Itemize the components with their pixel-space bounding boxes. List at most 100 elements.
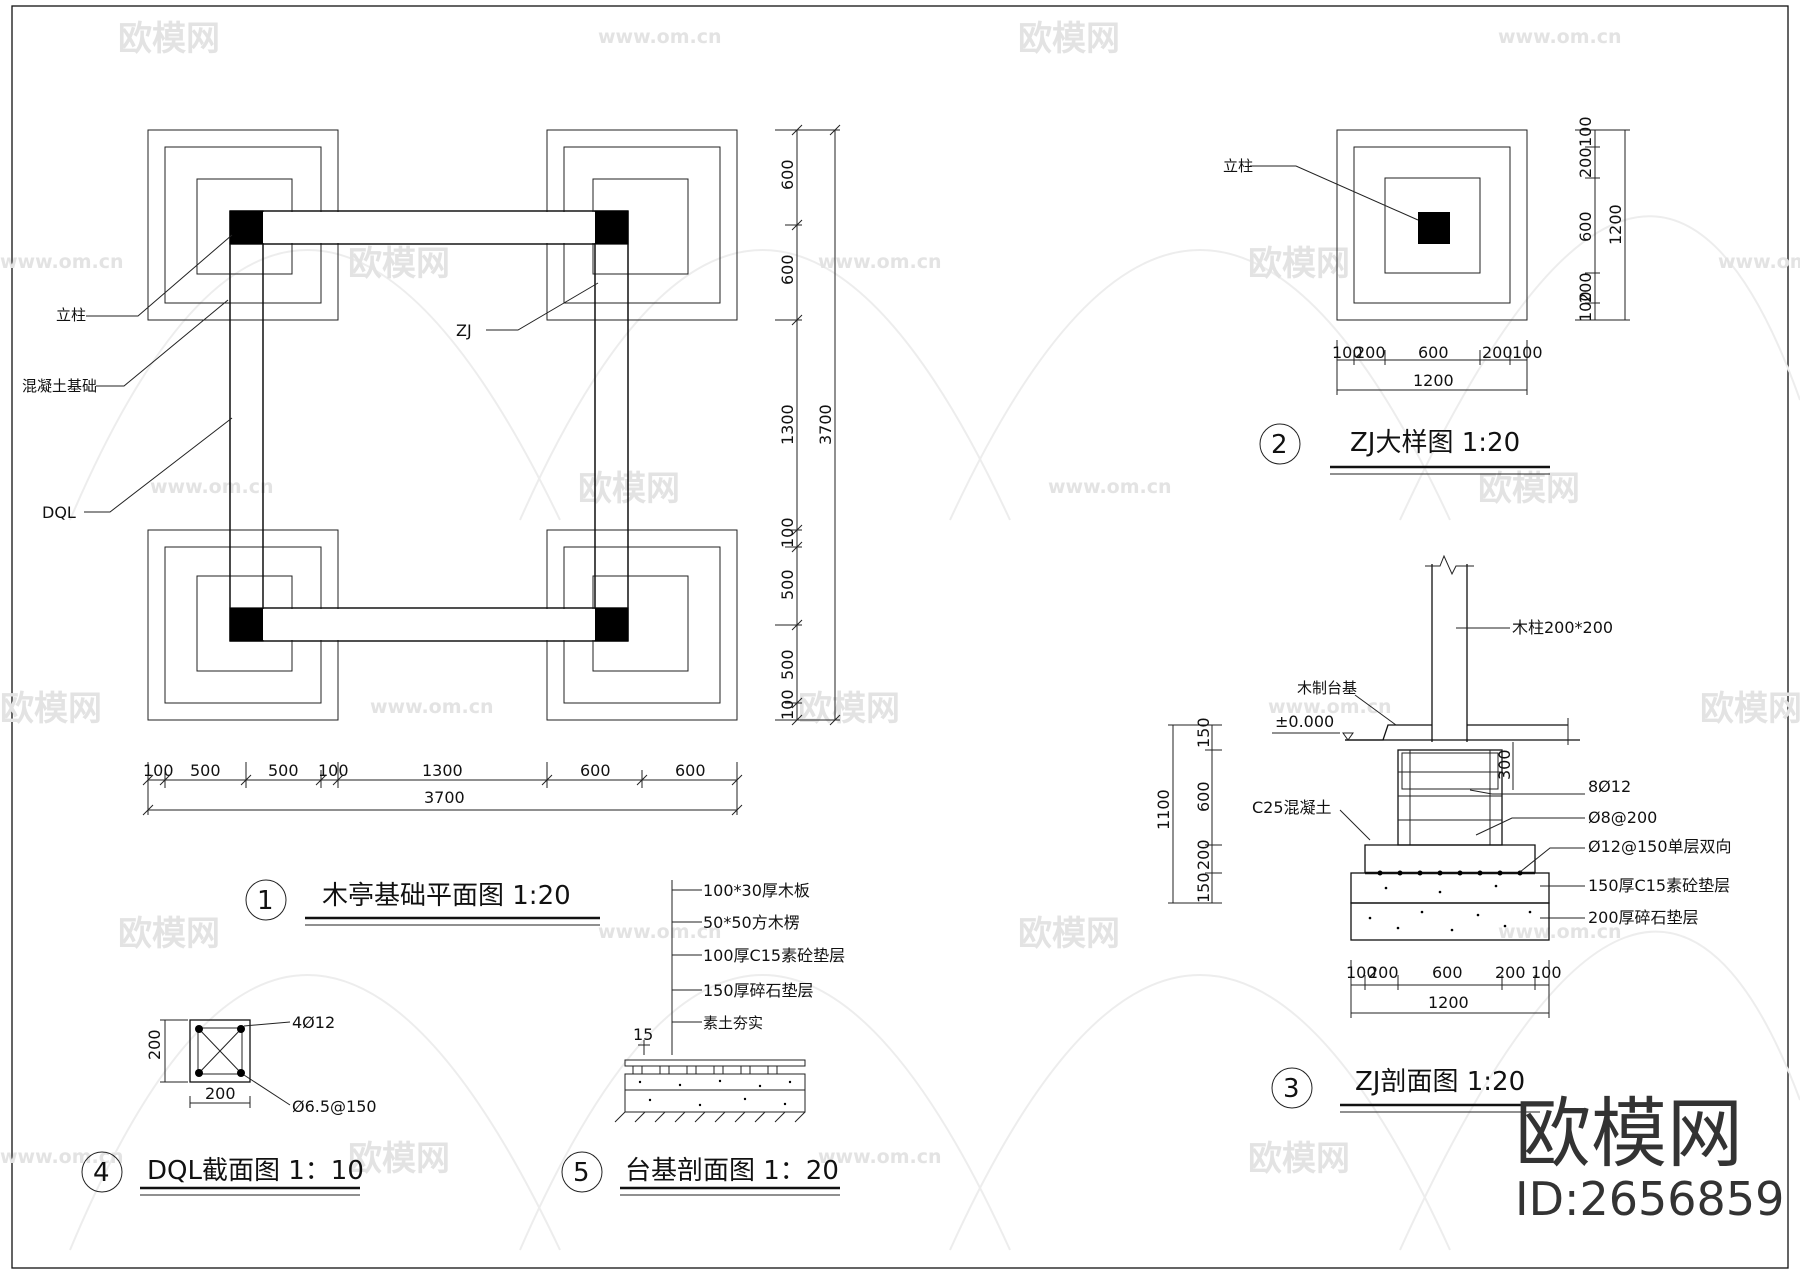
zj-section-title: ZJ剖面图 1:20 xyxy=(1355,1067,1525,1097)
watermark-brand: 欧模网 xyxy=(798,689,900,729)
drawing-number: 3 xyxy=(1283,1074,1300,1104)
platform-level: 15 xyxy=(633,1025,653,1044)
zj-detail-dim-bottom: 100 200 600 200 100 1200 xyxy=(1332,340,1543,395)
dim-label: 600 xyxy=(580,761,611,780)
section-label-rebar: 8Ø12 xyxy=(1588,777,1631,796)
dim-label: 100 xyxy=(1576,116,1595,147)
brand-name: 欧模网 xyxy=(1515,1089,1743,1178)
column-bottom-right xyxy=(595,608,628,641)
watermark-url: www.om.cn xyxy=(818,251,942,273)
dim-label: 300 xyxy=(1495,749,1514,780)
dim-label: 200 xyxy=(1576,272,1595,303)
dim-label: 600 xyxy=(1432,963,1463,982)
dim-total: 3700 xyxy=(816,404,835,445)
plan-dim-right: 600 600 1300 100 500 500 100 3700 xyxy=(775,124,841,726)
section-label-concrete: C25混凝土 xyxy=(1252,798,1332,817)
dim-total: 1200 xyxy=(1606,204,1625,245)
dim-label: 600 xyxy=(778,159,797,190)
label-footing: 混凝土基础 xyxy=(22,377,97,395)
dim-label: 500 xyxy=(190,761,221,780)
platform-section: 100*30厚木板 50*50方木楞 100厚C15素砼垫层 150厚碎石垫层 … xyxy=(561,880,845,1196)
section-label-layer: 150厚C15素砼垫层 xyxy=(1588,876,1730,895)
dim-label: 600 xyxy=(778,254,797,285)
watermark-url: www.om.cn xyxy=(1268,696,1392,718)
foundation-plan: 立柱 混凝土基础 DQL ZJ xyxy=(22,124,841,926)
watermark-brand: 欧模网 xyxy=(348,244,450,284)
watermark-brand: 欧模网 xyxy=(118,914,220,954)
dim-label: 150 xyxy=(1194,717,1213,748)
zj-section-dim-left: 150 600 200 150 1100 300 xyxy=(1154,717,1514,904)
dim-label: 500 xyxy=(268,761,299,780)
drawing-number: 4 xyxy=(93,1158,110,1188)
zj-section-dim-bottom: 100 200 600 200 100 1200 xyxy=(1346,960,1562,1018)
column-top-right xyxy=(595,211,628,244)
watermark-brand: 欧模网 xyxy=(0,689,102,729)
dim-label: 200 xyxy=(1482,343,1513,362)
platform-layer: 素土夯实 xyxy=(703,1014,763,1032)
drawing-number: 2 xyxy=(1271,430,1288,460)
dim-label: 100 xyxy=(318,761,349,780)
dim-label: 200 xyxy=(1194,839,1213,870)
watermark-url: www.om.cn xyxy=(1048,476,1172,498)
dql-section: 4Ø12 Ø6.5@150 200 200 4 DQL截面图 1：10 xyxy=(81,1013,377,1196)
dim-label: 100 xyxy=(1512,343,1543,362)
watermark-url: www.om.cn xyxy=(0,1146,124,1168)
watermark-url: www.om.cn xyxy=(818,1146,942,1168)
dim-label: 1300 xyxy=(778,404,797,445)
dim-total: 1200 xyxy=(1413,371,1454,390)
drawing-number: 1 xyxy=(257,886,274,916)
dim-label: 600 xyxy=(1194,781,1213,812)
dim-label: 200 xyxy=(1495,963,1526,982)
section-label-column: 木柱200*200 xyxy=(1512,618,1613,637)
zj-section: 木柱200*200 木制台基 ±0.000 C25混凝土 8Ø12 Ø8@200… xyxy=(1154,554,1732,1113)
dim-label: 100 xyxy=(778,689,797,720)
dim-label: 200 xyxy=(1368,963,1399,982)
ground-beam-top xyxy=(231,212,627,243)
platform-layer: 150厚碎石垫层 xyxy=(703,981,814,1000)
column-bottom-left xyxy=(230,608,263,641)
dql-title: DQL截面图 1：10 xyxy=(147,1156,364,1186)
plan-dim-bottom: 100 500 500 100 1300 600 600 3700 xyxy=(142,761,743,816)
section-label-level: ±0.000 xyxy=(1275,712,1334,731)
watermark-layer: 欧模网 www.om.cn 欧模网 www.om.cn www.om.cn 欧模… xyxy=(0,19,1800,1251)
watermark-url: www.om.cn xyxy=(598,26,722,48)
watermark-brand: 欧模网 xyxy=(118,19,220,59)
dim-total: 1100 xyxy=(1154,789,1173,830)
section-label-layer: 200厚碎石垫层 xyxy=(1588,908,1699,927)
brand-id: ID:2656859 xyxy=(1515,1172,1784,1226)
watermark-url: www.om.cn xyxy=(370,696,494,718)
dim-label: 200 xyxy=(1576,147,1595,178)
dql-rebar-main: 4Ø12 xyxy=(292,1013,335,1032)
watermark-brand: 欧模网 xyxy=(578,469,680,509)
watermark-brand: 欧模网 xyxy=(1018,914,1120,954)
dim-label: 100 xyxy=(1332,343,1363,362)
watermark-brand: 欧模网 xyxy=(1700,689,1800,729)
zj-column xyxy=(1418,212,1450,244)
watermark-url: www.om.cn xyxy=(0,251,124,273)
dim-total: 3700 xyxy=(424,788,465,807)
watermark-url: www.om.cn xyxy=(1498,921,1622,943)
dim-label: 500 xyxy=(778,569,797,600)
watermark-url: www.om.cn xyxy=(1498,26,1622,48)
section-label-platform: 木制台基 xyxy=(1297,679,1357,697)
dql-dim-width: 200 xyxy=(205,1084,236,1103)
dim-label: 500 xyxy=(778,649,797,680)
dim-label: 100 xyxy=(778,517,797,548)
ground-beam-bottom xyxy=(231,609,627,640)
plan-title: 木亭基础平面图 1:20 xyxy=(322,881,571,911)
watermark-brand: 欧模网 xyxy=(1248,1139,1350,1179)
dim-label: 1300 xyxy=(422,761,463,780)
dim-label: 100 xyxy=(1346,963,1377,982)
platform-title: 台基剖面图 1：20 xyxy=(625,1156,839,1186)
platform-layer: 100*30厚木板 xyxy=(703,881,810,900)
watermark-url: www.om.cn xyxy=(150,476,274,498)
dim-label: 100 xyxy=(143,761,174,780)
label-dql: DQL xyxy=(42,503,76,522)
label-column: 立柱 xyxy=(56,306,86,324)
section-label-rebar: Ø8@200 xyxy=(1588,808,1657,827)
dim-label: 100 xyxy=(1576,291,1595,322)
zj-detail: 立柱 100 200 600 200 100 1200 xyxy=(1223,116,1630,475)
dim-label: 100 xyxy=(1531,963,1562,982)
platform-layer: 50*50方木楞 xyxy=(703,913,800,932)
